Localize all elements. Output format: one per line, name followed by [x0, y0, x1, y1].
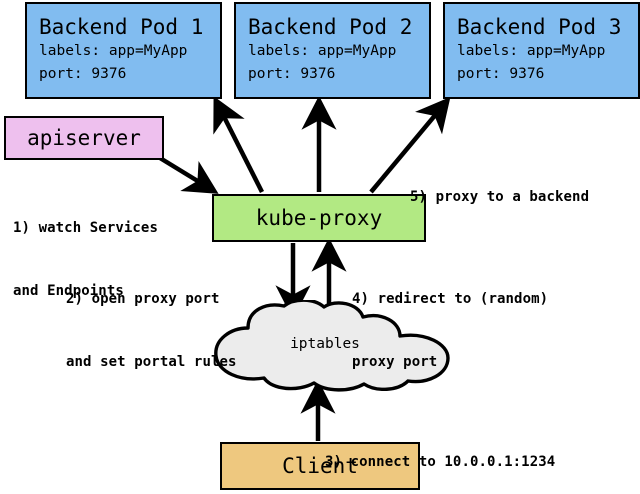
backend-pod-1-labels: labels: app=MyApp	[39, 42, 188, 59]
backend-pod-1-box[interactable]: Backend Pod 1 labels: app=MyApp port: 93…	[25, 2, 222, 99]
step-1-annotation: 1) watch Services and Endpoints	[13, 176, 158, 344]
backend-pod-1-port: port: 9376	[39, 65, 127, 82]
backend-pod-3-title: Backend Pod 3	[457, 14, 622, 39]
step-4-annotation: 4) redirect to (random) proxy port	[352, 247, 548, 415]
backend-pod-3-box[interactable]: Backend Pod 3 labels: app=MyApp port: 93…	[443, 2, 640, 99]
arrow-apiserver-to-kubeproxy	[158, 156, 219, 194]
backend-pod-3-port: port: 9376	[457, 65, 545, 82]
step-2-line-2: and set portal rules	[66, 354, 237, 370]
step-2-annotation: 2) open proxy port and set portal rules	[66, 247, 237, 415]
backend-pod-2-title: Backend Pod 2	[248, 14, 413, 39]
step-3-line-1: 3) connect to 10.0.0.1:1234	[325, 454, 556, 470]
step-5-annotation: 5) proxy to a backend	[410, 145, 589, 250]
step-5-line-1: 5) proxy to a backend	[410, 189, 590, 205]
step-4-line-2: proxy port	[352, 354, 438, 370]
backend-pod-2-box[interactable]: Backend Pod 2 labels: app=MyApp port: 93…	[234, 2, 431, 99]
step-1-line-1: 1) watch Services	[13, 220, 158, 236]
client-box[interactable]: Client	[220, 442, 420, 490]
kube-proxy-label: kube-proxy	[255, 206, 383, 230]
apiserver-label: apiserver	[27, 126, 141, 150]
step-1-line-2: and Endpoints	[13, 283, 124, 299]
client-label: Client	[282, 454, 358, 478]
apiserver-box[interactable]: apiserver	[4, 116, 164, 160]
backend-pod-3-labels: labels: app=MyApp	[457, 42, 606, 59]
step-3-annotation: 3) connect to 10.0.0.1:1234	[325, 410, 555, 494]
backend-pod-2-labels: labels: app=MyApp	[248, 42, 397, 59]
arrow-kubeproxy-to-pod1	[213, 96, 265, 194]
iptables-cloud-shape	[214, 298, 450, 392]
kube-proxy-box[interactable]: kube-proxy	[212, 194, 426, 242]
step-2-line-1: 2) open proxy port	[66, 291, 220, 307]
backend-pod-2-port: port: 9376	[248, 65, 336, 82]
backend-pod-1-title: Backend Pod 1	[39, 14, 204, 39]
step-4-line-1: 4) redirect to (random)	[352, 291, 549, 307]
